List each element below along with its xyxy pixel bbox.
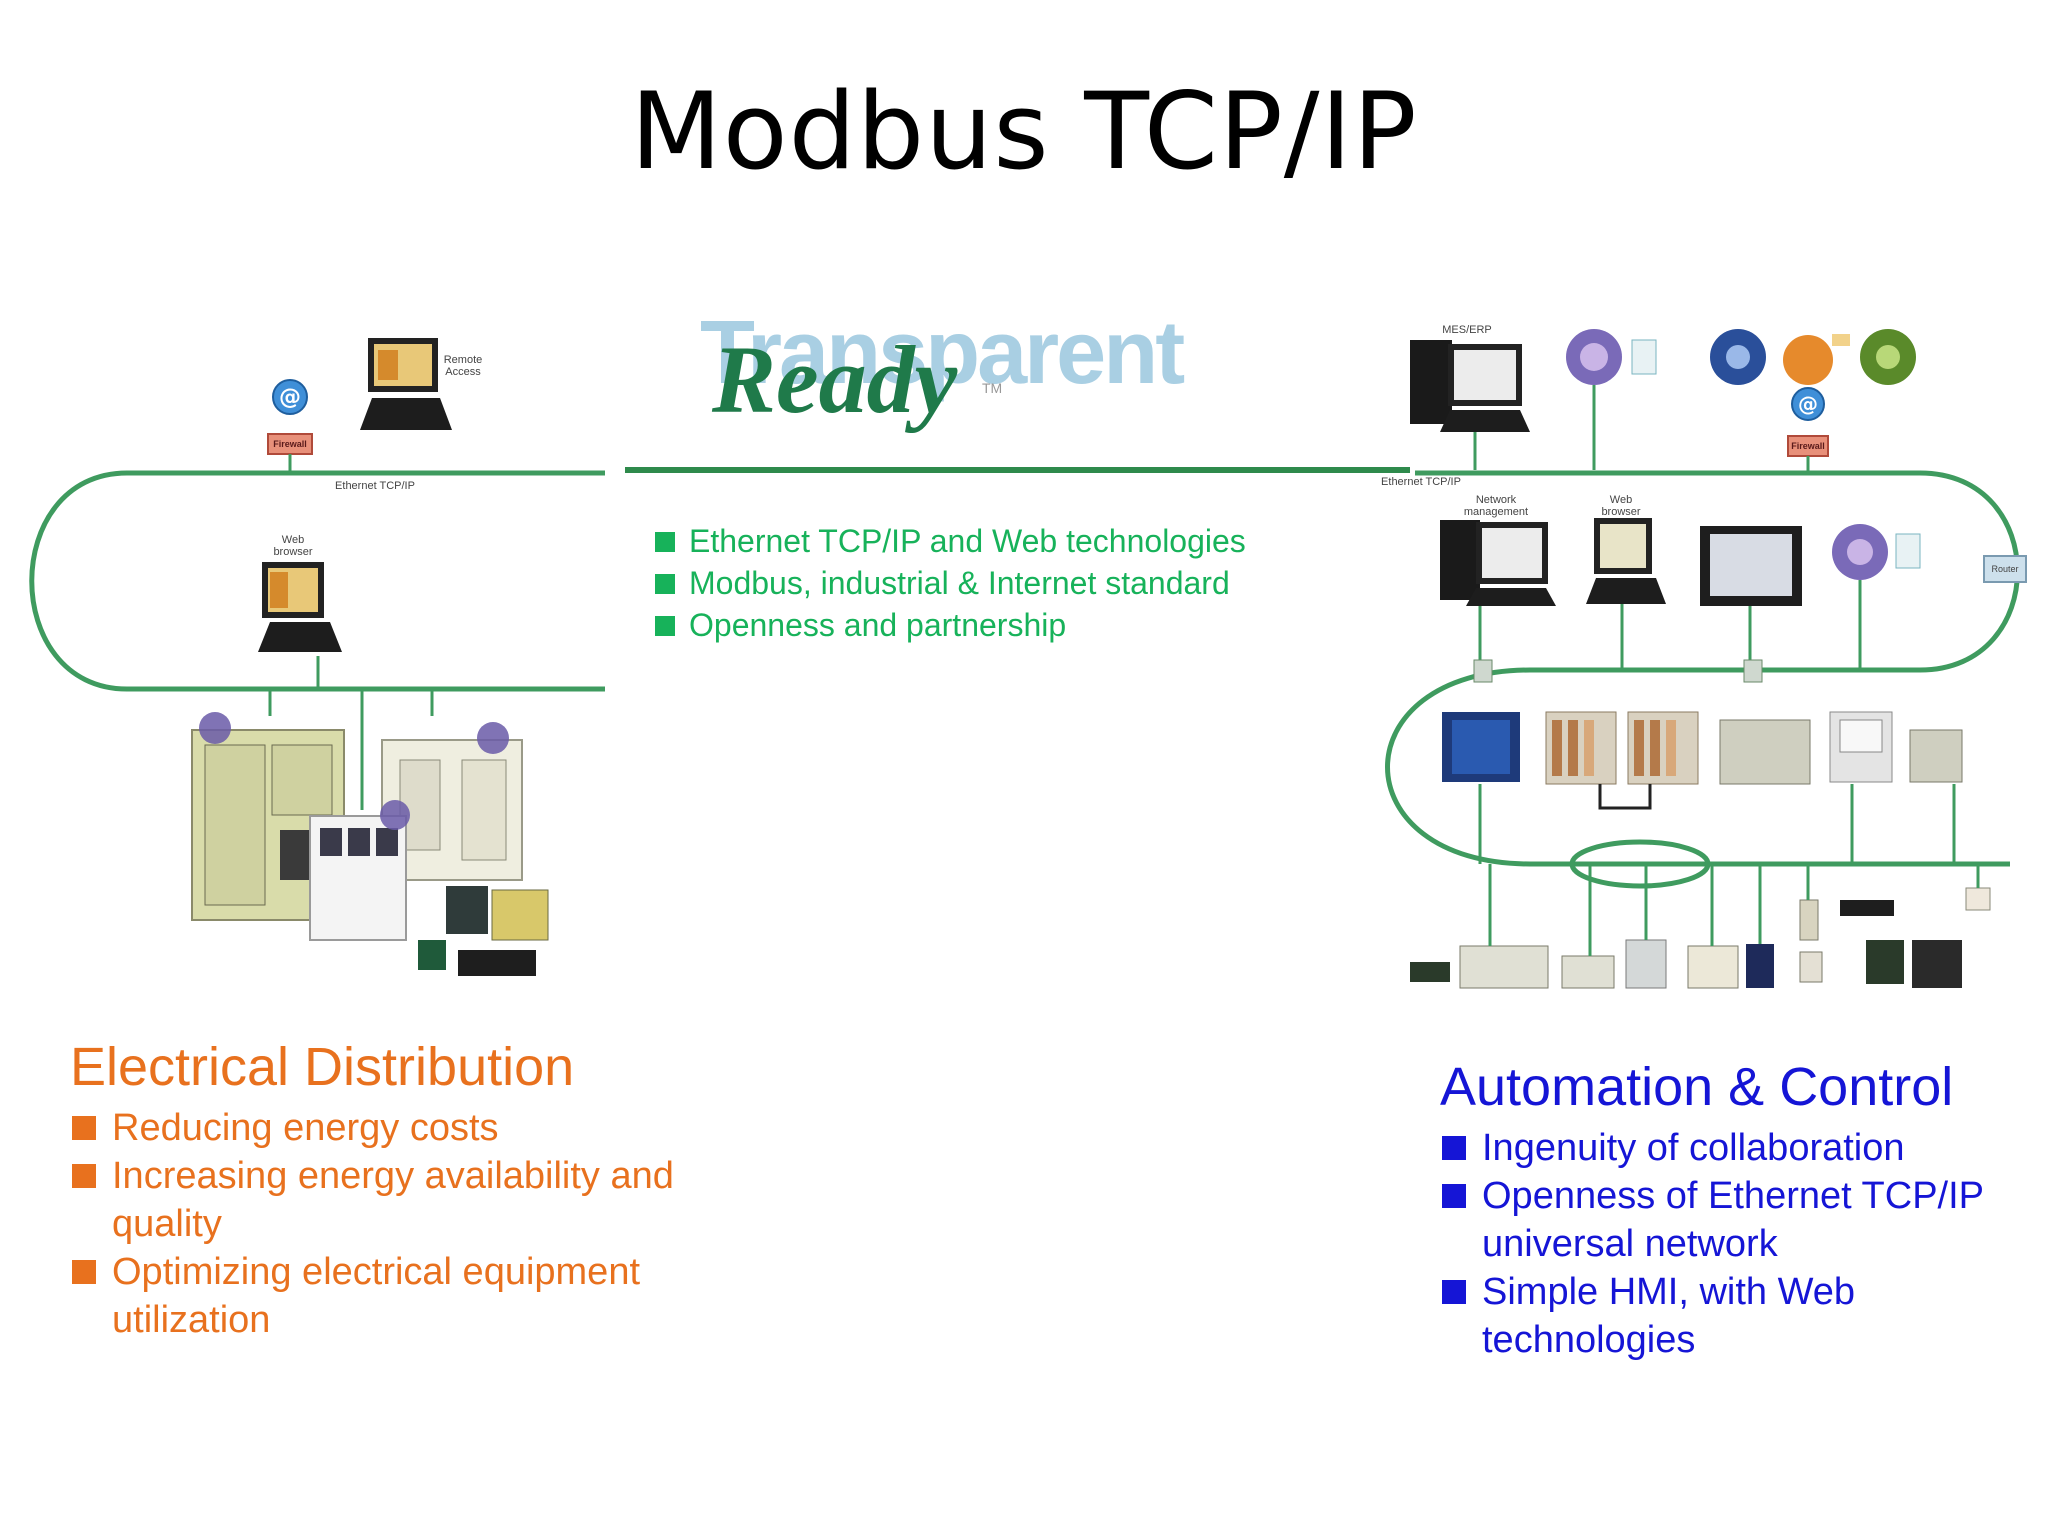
page-title: Modbus TCP/IP xyxy=(630,70,1418,193)
switchgear-cabinets xyxy=(191,689,549,976)
mes-erp-computer xyxy=(1410,340,1530,470)
automation-bullet: Simple HMI, with Web technologies xyxy=(1440,1268,2020,1364)
logo-tm: TM xyxy=(982,380,1003,396)
center-bullet: Ethernet TCP/IP and Web technologies xyxy=(655,520,1246,562)
server-globe-icons xyxy=(1566,329,1916,470)
remote-access-computer xyxy=(360,338,452,430)
transparent-ready-logo: Transparent Ready TM xyxy=(700,296,1185,433)
firewall-left xyxy=(267,433,313,473)
label-ethernet-right: Ethernet TCP/IP xyxy=(1381,476,1461,488)
center-bullet: Modbus, industrial & Internet standard xyxy=(655,562,1246,604)
center-bullet-list: Ethernet TCP/IP and Web technologies Mod… xyxy=(655,520,1246,646)
field-devices-row xyxy=(1410,864,1991,989)
automation-bullet: Ingenuity of collaboration xyxy=(1440,1124,2020,1172)
label-remote-access: Remote Access xyxy=(443,354,483,378)
automation-bullet: Openness of Ethernet TCP/IP universal ne… xyxy=(1440,1172,2020,1268)
center-bullet: Openness and partnership xyxy=(655,604,1246,646)
label-mes-erp: MES/ERP xyxy=(1442,324,1492,336)
web-browser-computer-right xyxy=(1586,518,1666,670)
label-network-management: Network management xyxy=(1463,494,1529,518)
network-management-computer xyxy=(1440,520,1556,670)
server-icon-right xyxy=(1832,524,1921,670)
electrical-heading: Electrical Distribution xyxy=(70,1037,575,1097)
electrical-bullet: Optimizing electrical equipment utilizat… xyxy=(70,1248,690,1344)
electrical-distribution-section: Electrical Distribution Reducing energy … xyxy=(70,1036,690,1344)
logo-ready-text: Ready xyxy=(712,326,958,433)
svg-text:@: @ xyxy=(1798,392,1818,416)
electrical-bullet: Increasing energy availability and quali… xyxy=(70,1152,690,1248)
web-browser-computer-left xyxy=(258,562,342,689)
label-firewall-right: Firewall xyxy=(1791,441,1825,451)
automation-heading: Automation & Control xyxy=(1440,1057,1954,1117)
router-box xyxy=(1983,555,2027,583)
label-router: Router xyxy=(1991,564,2019,574)
label-firewall-left: Firewall xyxy=(273,439,307,449)
at-icon: @ xyxy=(272,379,308,415)
automation-devices-row xyxy=(1442,659,1963,864)
electrical-bullet: Reducing energy costs xyxy=(70,1104,690,1152)
label-web-browser-right: Web browser xyxy=(1601,494,1641,518)
label-web-browser-left: Web browser xyxy=(273,534,313,558)
hmi-panel xyxy=(1700,526,1802,670)
svg-text:@: @ xyxy=(279,385,301,410)
label-ethernet-left: Ethernet TCP/IP xyxy=(335,480,415,492)
automation-control-section: Automation & Control Ingenuity of collab… xyxy=(1440,1056,2020,1364)
logo-transparent-text: Transparent xyxy=(700,303,1185,403)
firewall-right: @ xyxy=(1787,387,1829,473)
